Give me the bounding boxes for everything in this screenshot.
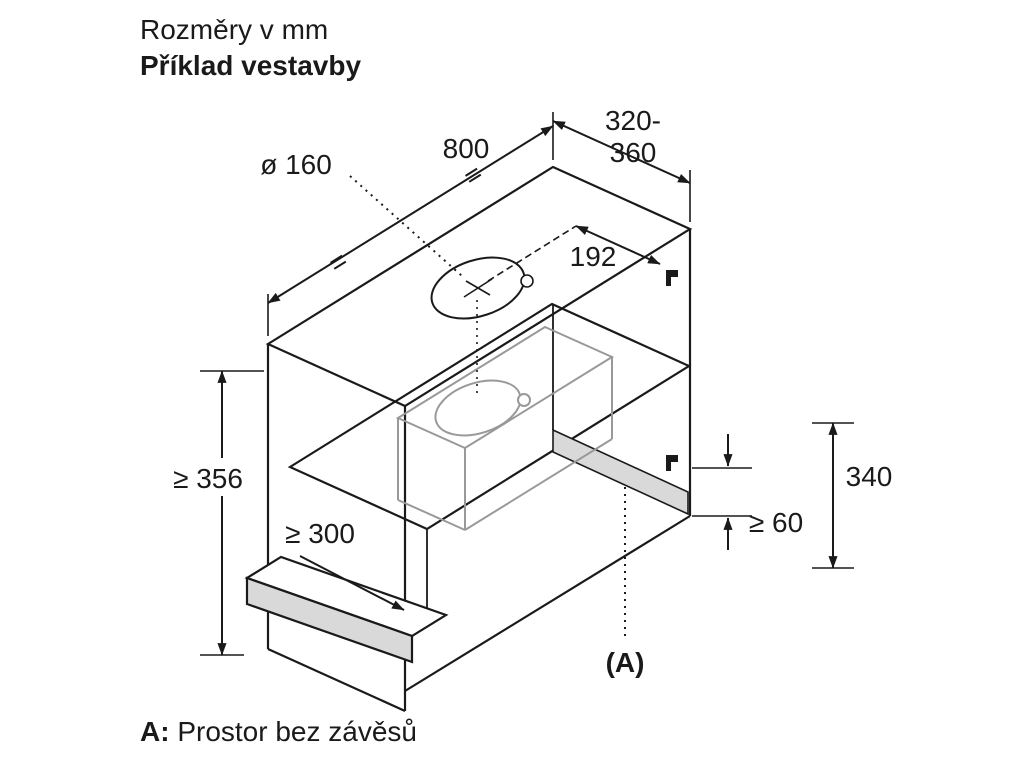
dim-offset — [487, 225, 661, 282]
duct-hole — [430, 256, 534, 394]
label-mask — [274, 514, 374, 550]
dim-line — [552, 120, 691, 184]
dim-pullout-label: ≥ 300 — [285, 518, 355, 549]
hood-edge — [397, 499, 466, 531]
cabinet-front-bottom-edge — [404, 515, 691, 692]
hinge-icons — [666, 270, 678, 471]
legend-text: Prostor bez závěsů — [169, 716, 417, 747]
dim-front-height-label: 340 — [846, 461, 893, 492]
legend-key: A: — [140, 716, 170, 747]
pullout-arrow — [299, 555, 405, 611]
dim-depth — [552, 120, 691, 222]
area-a-label: (A) — [606, 647, 645, 678]
title-example: Příklad vestavby — [140, 50, 362, 81]
cabinet-left-bottom-edge — [267, 647, 406, 713]
dim-diameter-label: ø 160 — [260, 149, 332, 180]
hinge-icon — [666, 455, 678, 471]
hood-edge — [464, 438, 613, 531]
dim-clearance — [692, 434, 752, 550]
visor-front-strip — [245, 576, 414, 664]
duct-collar-tab — [517, 393, 531, 407]
label-mask — [840, 458, 898, 492]
dim-depth-label-1: 320- — [605, 105, 661, 136]
equal-mark: = — [323, 244, 353, 279]
shelf-top-face — [287, 302, 692, 531]
dim-depth-label-2: 360 — [610, 137, 657, 168]
dim-offset-label: 192 — [570, 241, 617, 272]
title-block: Rozměry v mm Příklad vestavby — [140, 12, 361, 84]
ext-line-dashed — [487, 225, 577, 282]
duct-hole-tab — [520, 274, 534, 288]
dim-line — [575, 225, 661, 265]
dim-front-height — [812, 422, 854, 569]
dim-width-label: 800 — [443, 133, 490, 164]
dim-clearance-label: ≥ 60 — [749, 507, 803, 538]
hinge-icon — [666, 270, 678, 286]
hood-body — [395, 325, 615, 531]
legend-note: A: Prostor bez závěsů — [140, 716, 417, 748]
dim-niche-height — [200, 370, 264, 656]
dim-line — [267, 125, 554, 304]
title-units: Rozměry v mm — [140, 14, 329, 45]
dim-niche-height-label: ≥ 356 — [173, 463, 243, 494]
label-mask — [156, 458, 262, 496]
diameter-leader-dotted — [349, 175, 463, 277]
area-a-strip — [552, 428, 689, 516]
visor — [244, 555, 449, 664]
